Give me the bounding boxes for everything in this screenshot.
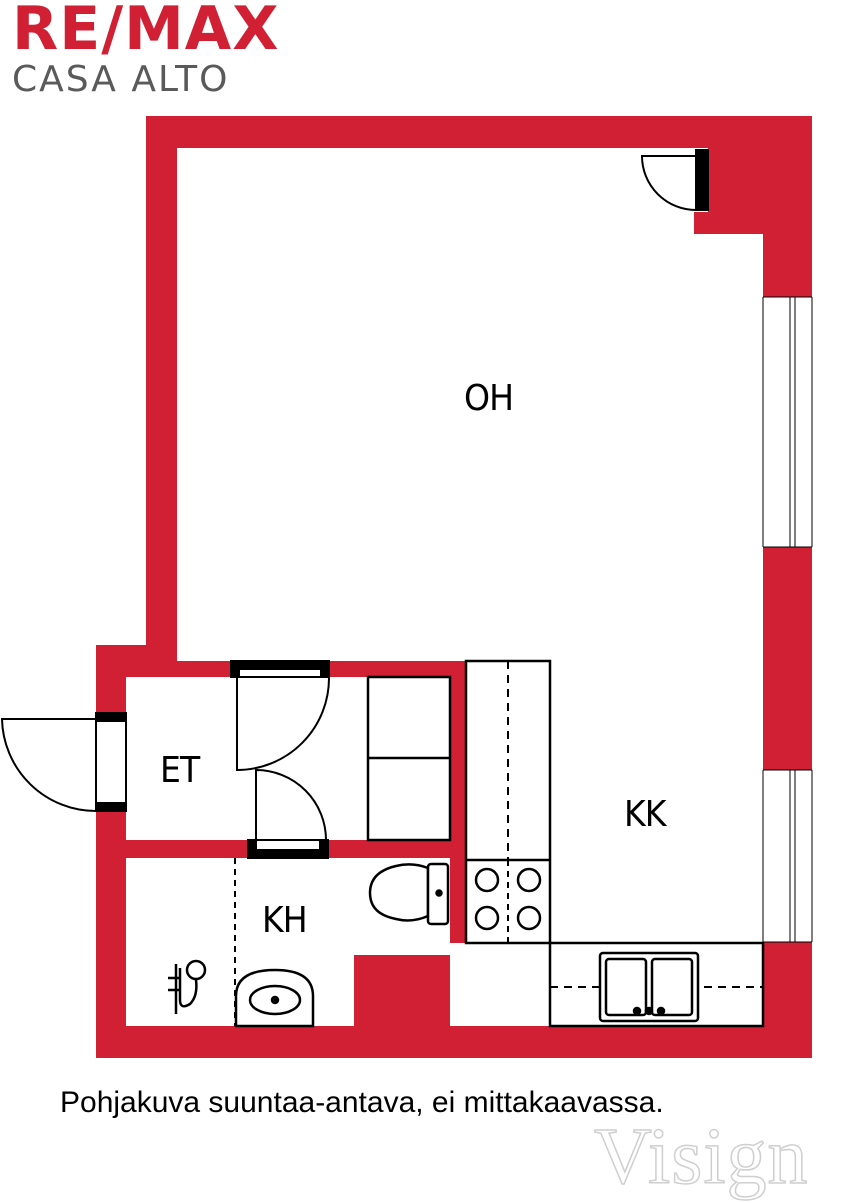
windows	[762, 296, 813, 943]
wall-left-inner	[96, 645, 126, 1058]
brand-logo: RE/MAX	[12, 0, 280, 64]
washbasin	[234, 968, 315, 1028]
kitchen-counter	[464, 659, 552, 945]
visign-watermark: Visign	[593, 1112, 809, 1202]
disclaimer-caption: Pohjakuva suuntaa-antava, ei mittakaavas…	[60, 1086, 664, 1119]
room-label-oh: OH	[464, 378, 514, 419]
toilet	[368, 862, 450, 926]
sink-counter	[548, 941, 765, 1028]
interior-doors	[230, 660, 331, 859]
balcony-door	[640, 149, 709, 212]
wardrobe	[366, 675, 452, 842]
room-label-et: ET	[160, 750, 200, 791]
kh-step	[354, 943, 450, 955]
office-name: CASA ALTO	[12, 59, 230, 100]
kh-notch	[354, 955, 450, 1026]
wall-bottom-inner	[126, 1026, 762, 1058]
window-upper	[762, 296, 813, 548]
stove	[474, 860, 542, 943]
front-door	[0, 712, 127, 813]
window-lower	[762, 769, 813, 943]
shower	[168, 959, 207, 1014]
room-label-kk: KK	[624, 794, 667, 835]
wall-corner-notch2	[708, 148, 764, 234]
wall-kh-right	[450, 661, 466, 943]
room-label-kh: KH	[262, 900, 308, 941]
